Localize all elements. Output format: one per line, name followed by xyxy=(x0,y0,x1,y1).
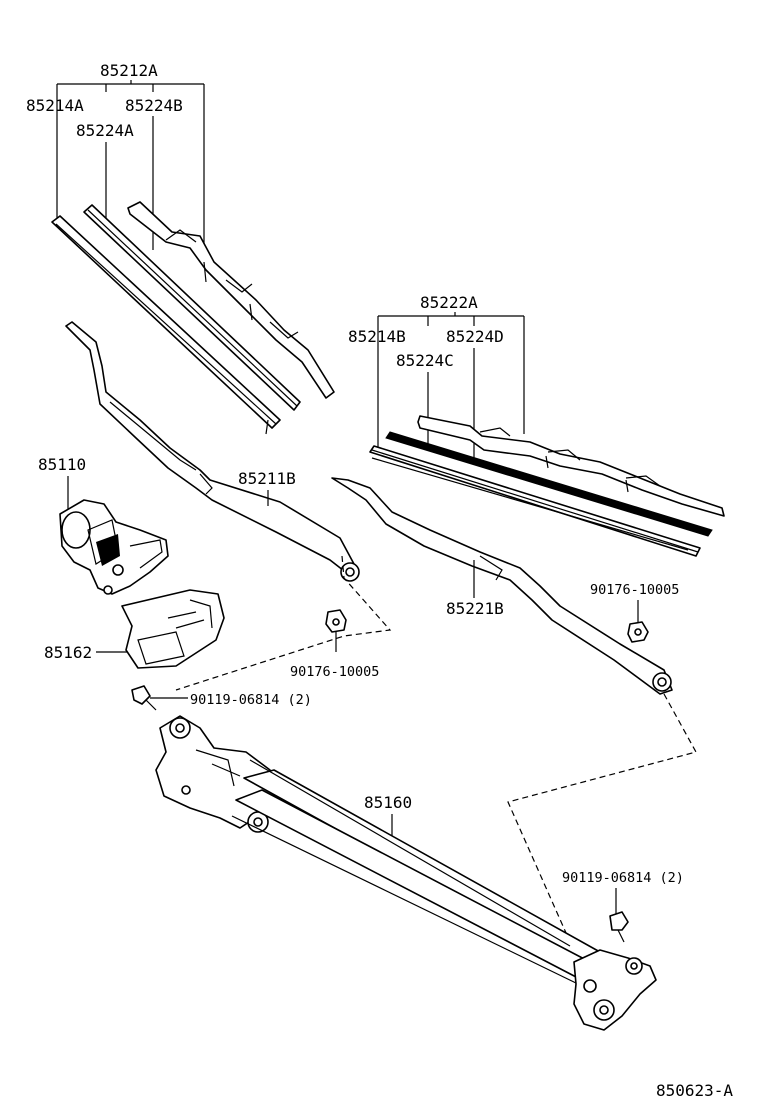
label-85224C: 85224C xyxy=(396,351,454,370)
label-85224A: 85224A xyxy=(76,121,134,140)
label-85214B: 85214B xyxy=(348,327,406,346)
blade-backing-driver-a xyxy=(83,204,301,411)
diagram-code: 850623-A xyxy=(656,1081,733,1100)
label-85222A: 85222A xyxy=(420,293,478,312)
label-85224B: 85224B xyxy=(125,96,183,115)
label-85160: 85160 xyxy=(364,793,412,812)
driver-blade-group: 85212A 85214A 85224B 85224A xyxy=(26,61,335,435)
label-85212A: 85212A xyxy=(100,61,158,80)
blade-frame-passenger xyxy=(417,415,725,517)
label-85110: 85110 xyxy=(38,455,86,474)
passenger-blade-group: 85222A 85214B 85224D 85224C xyxy=(348,293,725,557)
arm-nut-driver: 90176-10005 xyxy=(175,555,392,691)
bolt-motor: 90119-06814 (2) xyxy=(131,685,312,711)
blade-frame-driver xyxy=(127,201,335,399)
label-90119-06814-link: 90119-06814 (2) xyxy=(562,870,684,886)
motor-cover: 85162 xyxy=(44,589,225,669)
wiper-arm-passenger: 85221B xyxy=(331,477,673,695)
wiper-motor: 85110 xyxy=(38,455,169,595)
blade-rubber-passenger xyxy=(369,445,701,557)
wiper-arm-driver: 85211B xyxy=(65,321,360,582)
label-90176-10005-passenger: 90176-10005 xyxy=(590,582,679,598)
label-90119-06814-motor: 90119-06814 (2) xyxy=(190,692,312,708)
label-85162: 85162 xyxy=(44,643,92,662)
label-85221B: 85221B xyxy=(446,599,504,618)
blade-backing-passenger-c xyxy=(385,431,713,537)
blade-rubber-driver xyxy=(51,215,281,435)
label-85214A: 85214A xyxy=(26,96,84,115)
label-85224D: 85224D xyxy=(446,327,504,346)
bolt-link: 90119-06814 (2) xyxy=(562,870,684,943)
label-85211B: 85211B xyxy=(238,469,296,488)
link-assembly: 85160 xyxy=(155,715,657,1031)
label-90176-10005-driver: 90176-10005 xyxy=(290,664,379,680)
arm-nut-passenger: 90176-10005 xyxy=(507,582,697,961)
